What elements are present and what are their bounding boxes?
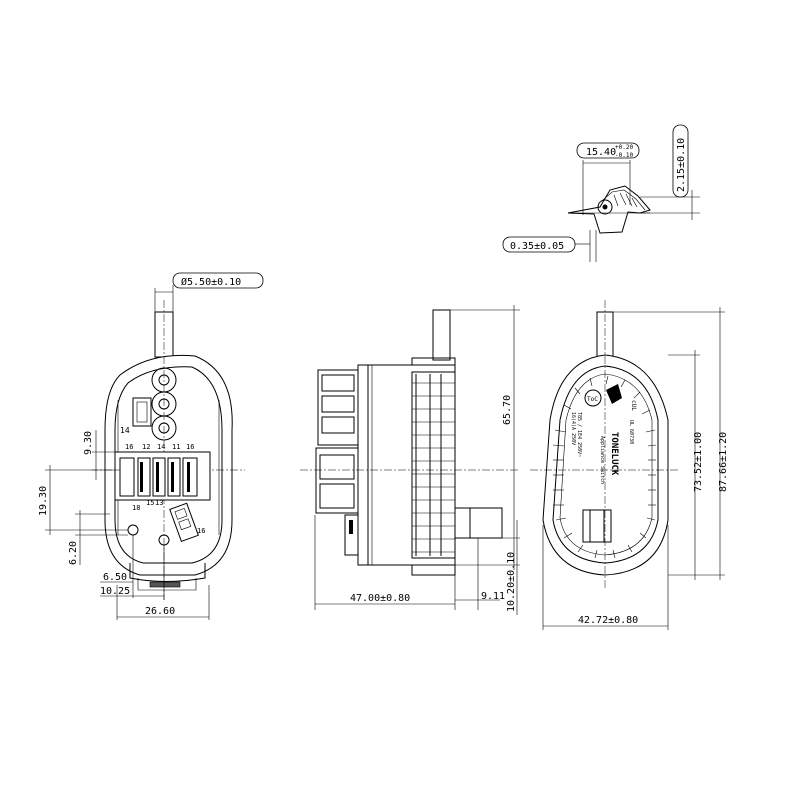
dim-side-shaft-pos: 10.20±0.10 (506, 552, 517, 612)
terminal-label-13: 13 (155, 499, 163, 507)
top-view: 15.40 +0.20 -0.10 2.15±0.10 0.35±0.05 (502, 124, 700, 262)
rear-ribs (552, 375, 657, 559)
dim-shaft-diameter: Ø5.50±0.10 (181, 276, 241, 288)
dim-box-shaft (172, 272, 264, 289)
side-connector-bottom (315, 447, 359, 514)
dim-top-width-tol-up: +0.20 (615, 144, 633, 151)
dim-front-6-50: 6.50 (103, 572, 127, 583)
dim-rear-height-1: 73.52±1.00 (693, 432, 704, 492)
svg-text:UL 60730: UL 60730 (628, 420, 634, 444)
terminal-label-14a: 14 (120, 426, 130, 435)
front-terminal-circle-3 (151, 415, 177, 441)
svg-text:T85 / 1E4 250V~: T85 / 1E4 250V~ (576, 412, 582, 457)
dim-side-shaft-len: 9.11 (481, 591, 505, 602)
side-view: 65.70 47.00±0.80 9.11 10.20±0.10 (300, 305, 520, 615)
rear-sub-text: Appliance Switch (599, 436, 605, 484)
terminal-label-16b: 16 (186, 443, 194, 451)
rear-logo-circle (584, 389, 602, 407)
dim-side-height: 65.70 (502, 395, 513, 425)
top-view-body (567, 185, 651, 234)
dim-rear-height-2: 87.66±1.20 (718, 432, 729, 492)
terminal-label-12: 12 (142, 443, 150, 451)
dim-side-length: 47.00±0.80 (350, 593, 410, 604)
svg-text:16(4)A 250V: 16(4)A 250V (570, 412, 576, 445)
svg-text:ToC: ToC (587, 396, 598, 403)
rear-view: ToC cUL T85 / 1E4 250V~ 16(4)A 250V TONE… (530, 300, 729, 630)
dim-front-26-60: 26.60 (145, 606, 175, 617)
terminal-label-16c: 16 (197, 527, 205, 535)
front-terminal-14 (132, 397, 152, 427)
top-view-pivot (597, 199, 613, 215)
dim-rear-width: 42.72±0.80 (578, 615, 638, 626)
front-view: Ø5.50±0.10 14 (38, 272, 264, 620)
dim-top-width-tol-low: -0.10 (615, 152, 633, 159)
dim-box-15-40 (576, 142, 640, 159)
dim-top-height: 2.15±0.10 (676, 138, 687, 192)
dim-front-6-20: 6.20 (68, 541, 79, 565)
dim-top-width: 15.40 (586, 147, 616, 158)
dim-front-9-30: 9.30 (83, 431, 94, 455)
dim-box-0-35 (502, 236, 576, 253)
side-fins (411, 371, 456, 559)
terminal-label-14b: 14 (157, 443, 165, 451)
terminal-label-16a: 16 (125, 443, 133, 451)
front-terminal-lower (169, 502, 199, 543)
rear-brand-text: TONELUCK (609, 432, 619, 476)
svg-text:cUL: cUL (630, 400, 637, 411)
dim-top-clearance: 0.35±0.05 (510, 241, 564, 252)
side-output-shaft (454, 507, 503, 539)
side-shaft (432, 309, 451, 361)
terminal-label-11: 11 (172, 443, 180, 451)
rear-logo-mark (606, 384, 622, 404)
rear-window (582, 509, 612, 543)
terminal-label-15: 15 (146, 499, 154, 507)
dim-front-19-30: 19.30 (38, 486, 49, 516)
side-connector-top (317, 369, 359, 446)
front-terminal-block (114, 451, 211, 501)
dim-front-10-25: 10.25 (100, 586, 130, 597)
terminal-label-18: 18 (132, 504, 140, 512)
